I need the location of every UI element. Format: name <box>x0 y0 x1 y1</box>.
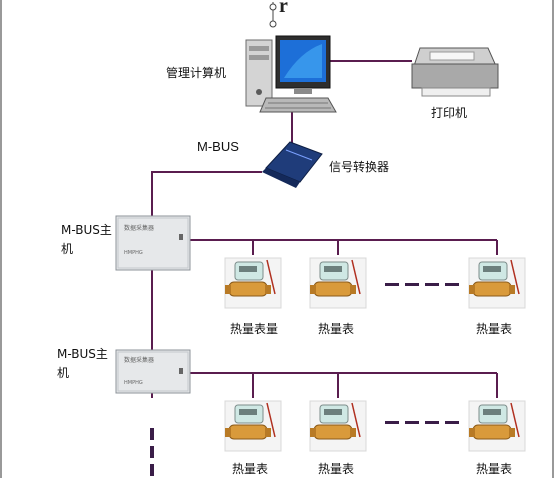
heat-meter-icon <box>309 400 367 452</box>
host2-panel-title: 数据采集器 <box>124 356 154 364</box>
heat-meters <box>224 257 526 452</box>
heat-meter-icon <box>224 257 282 309</box>
heat-meter-icon <box>468 257 526 309</box>
host1-label-line2: 机 <box>61 242 73 256</box>
heat-meter-icon <box>309 257 367 309</box>
host2-label-line1: M-BUS主 <box>57 347 108 361</box>
signal-converter-icon <box>262 141 323 188</box>
meter-label: 热量表 <box>318 322 354 336</box>
meter-label: 热量表 <box>232 462 268 476</box>
meter-label: 热量表 <box>476 462 512 476</box>
heat-meter-icon <box>224 400 282 452</box>
meter-label: 热量表 <box>318 462 354 476</box>
computer-icon <box>245 35 337 113</box>
converter-label: 信号转换器 <box>329 159 389 174</box>
heat-meter-icon <box>468 400 526 452</box>
mbus-host-2: 数据采集器 HMPHG <box>115 349 191 394</box>
host1-label-line1: M-BUS主 <box>61 223 112 237</box>
top-mark: r <box>279 0 288 17</box>
host2-label-line2: 机 <box>57 366 69 380</box>
host1-panel-brand: HMPHG <box>124 250 143 256</box>
bus-wiring <box>151 60 498 398</box>
host2-panel-brand: HMPHG <box>124 380 143 386</box>
meter-label: 热量表量 <box>230 322 278 336</box>
mbus-link-label: M-BUS <box>197 139 239 154</box>
mbus-host-1: 数据采集器 HMPHG <box>115 215 191 271</box>
printer-label: 打印机 <box>431 106 467 120</box>
computer-label: 管理计算机 <box>166 65 226 80</box>
top-connector-icon <box>269 2 277 28</box>
printer-icon <box>411 47 499 97</box>
meter-label: 热量表 <box>476 322 512 336</box>
host1-panel-title: 数据采集器 <box>124 224 154 232</box>
continuation-dashes <box>150 283 459 476</box>
